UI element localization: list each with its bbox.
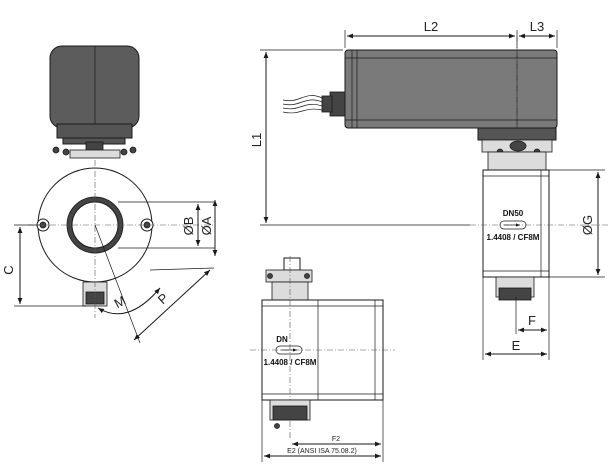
dim-M-P: M P (94, 224, 215, 344)
front-actuator (49, 45, 140, 159)
bottom-valve-body: DN 1.4408 / CF8M (250, 256, 395, 440)
side-view: DN50 1.4408 / CF8M L2 L3 L1 (249, 19, 610, 360)
label-F2: F2 (332, 436, 340, 443)
label-dG: ØG (580, 215, 595, 235)
label-P: P (155, 290, 171, 307)
label-dA: ØA (199, 216, 214, 235)
dim-dB-dA: ØB ØA (118, 200, 218, 256)
dim-C: C (1, 224, 86, 307)
label-E: E (512, 338, 521, 353)
bottom-view: DN 1.4408 / CF8M F2 E2 (ANSI ISA 75.08.2… (250, 256, 395, 462)
dim-L2-L3: L2 L3 (344, 19, 558, 48)
side-actuator (344, 36, 558, 171)
label-L1: L1 (249, 133, 264, 147)
dim-L1: L1 (249, 49, 470, 226)
label-dB: ØB (181, 217, 196, 236)
dim-F2-E2: F2 E2 (ANSI ISA 75.08.2) (261, 400, 384, 462)
side-cable-gland (282, 91, 346, 117)
bottom-top-connection (265, 257, 313, 301)
label-L3: L3 (530, 19, 544, 34)
dim-E-F: F E (482, 277, 550, 360)
label-C: C (1, 265, 16, 274)
side-material-marking: 1.4408 / CF8M (487, 233, 540, 242)
bottom-dn-marking: DN (276, 335, 288, 344)
label-F: F (528, 313, 536, 328)
label-L2: L2 (424, 19, 438, 34)
front-view: C ØB ØA M P (1, 45, 218, 344)
bottom-material-marking: 1.4408 / CF8M (264, 358, 317, 367)
dim-dG: ØG (549, 169, 605, 278)
side-valve-body: DN50 1.4408 / CF8M (470, 169, 610, 301)
label-E2: E2 (ANSI ISA 75.08.2) (287, 448, 357, 455)
label-M: M (112, 293, 129, 311)
side-dn-marking: DN50 (503, 209, 524, 218)
